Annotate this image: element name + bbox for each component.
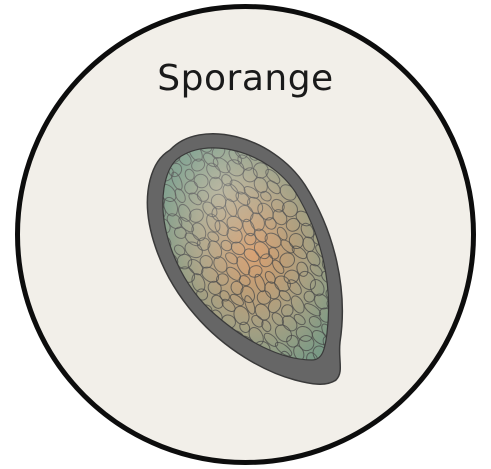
diagram-root: Sporange xyxy=(0,0,491,469)
sporangium-diagram xyxy=(0,0,491,469)
